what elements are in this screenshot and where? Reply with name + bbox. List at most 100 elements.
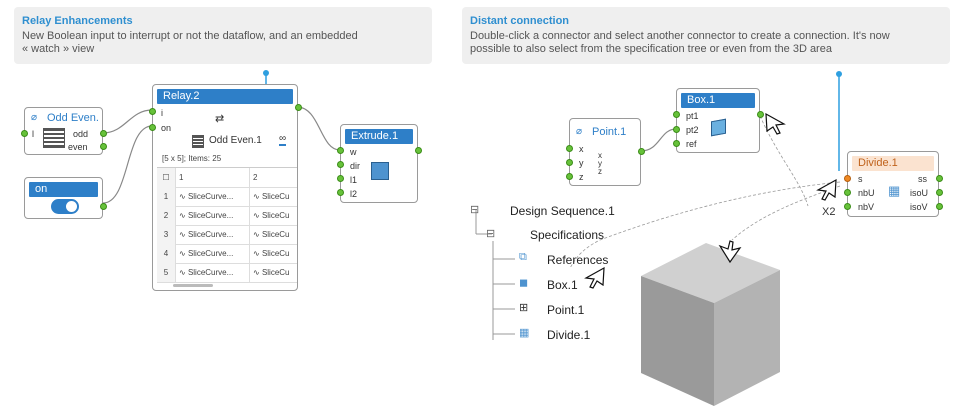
cursor-arrow-icon — [816, 178, 837, 201]
odd-even-port-even[interactable] — [100, 143, 107, 150]
cursor-arrow-icon — [765, 112, 786, 135]
odd-even-port-l[interactable] — [21, 130, 28, 137]
table-cell: ∿ SliceCurve... — [179, 244, 250, 263]
relay-input-on: on — [161, 123, 172, 133]
point-port-y[interactable] — [566, 159, 573, 166]
box-input-ref: ref — [686, 139, 697, 149]
box-node[interactable]: Box.1 pt1 pt2 ref — [673, 88, 764, 153]
table-row[interactable]: 2 ∿ SliceCurve... ∿ SliceCu — [157, 206, 297, 226]
tree-node-point[interactable]: Point.1 — [547, 303, 585, 317]
divide-port-isoV[interactable] — [936, 203, 943, 210]
table-row[interactable]: 3 ∿ SliceCurve... ∿ SliceCu — [157, 225, 297, 245]
point-port-z[interactable] — [566, 173, 573, 180]
divide-port-nbU[interactable] — [844, 189, 851, 196]
box-cube-icon — [711, 118, 726, 137]
divide-port-isoU[interactable] — [936, 189, 943, 196]
toggle-knob — [66, 201, 77, 212]
relay-watch-table[interactable]: ☐ 1 2 1 ∿ SliceCurve... ∿ SliceCu 2 ∿ Sl… — [157, 167, 297, 283]
relay-port-i[interactable] — [149, 108, 156, 115]
divide-input-s: s — [858, 174, 863, 184]
curve-icon: ∿ — [253, 192, 262, 201]
design-sequence-icon: ⊟ — [470, 204, 480, 216]
divide-node-title: Divide.1 — [852, 156, 934, 171]
divide-output-isoV: isoV — [910, 202, 928, 212]
hidden-eye-icon[interactable]: ⌀ — [576, 126, 583, 137]
table-row[interactable]: 1 ∿ SliceCurve... ∿ SliceCu — [157, 187, 297, 207]
tree-node-divide[interactable]: Divide.1 — [547, 328, 591, 342]
binoculars-icon[interactable]: ∞ — [279, 133, 287, 146]
tree-node-specifications[interactable]: Specifications — [530, 228, 605, 242]
row-number: 3 — [157, 225, 176, 244]
extrude-port-w[interactable] — [337, 147, 344, 154]
relay-port-on[interactable] — [149, 124, 156, 131]
row-number: 2 — [157, 206, 176, 225]
odd-even-port-odd[interactable] — [100, 130, 107, 137]
extrude-port-out[interactable] — [415, 147, 422, 154]
table-cell: ∿ SliceCurve... — [179, 206, 250, 225]
divide-input-nbU: nbU — [858, 188, 875, 198]
point-port-out[interactable] — [638, 148, 645, 155]
odd-even-node[interactable]: ⌀ Odd Even. l odd even — [21, 107, 107, 155]
curve-icon: ∿ — [253, 230, 262, 239]
divide-input-nbV: nbV — [858, 202, 875, 212]
horizontal-scrollbar[interactable] — [173, 284, 213, 287]
tree-node-references[interactable]: References — [547, 253, 609, 267]
row-number: 1 — [157, 187, 176, 206]
point-port-x[interactable] — [566, 145, 573, 152]
relay-input-i: i — [161, 108, 163, 118]
select-all-checkbox[interactable]: ☐ — [157, 168, 176, 187]
point-input-z: z — [579, 172, 584, 182]
divide-port-nbV[interactable] — [844, 203, 851, 210]
relay-node-title: Relay.2 — [157, 89, 293, 104]
box-port-pt2[interactable] — [673, 126, 680, 133]
table-row[interactable]: 4 ∿ SliceCurve... ∿ SliceCu — [157, 244, 297, 264]
tree-node-box[interactable]: Box.1 — [547, 278, 578, 292]
tree-node-root[interactable]: Design Sequence.1 — [510, 204, 615, 218]
extrude-port-l1[interactable] — [337, 175, 344, 182]
box-port-pt1[interactable] — [673, 111, 680, 118]
row-number: 4 — [157, 244, 176, 263]
box-input-pt1: pt1 — [686, 111, 699, 121]
odd-even-output-odd: odd — [73, 129, 89, 139]
row-number: 5 — [157, 263, 176, 282]
right-panel-description-line-1: Double-click a connector and select anot… — [470, 30, 890, 42]
divide-port-s[interactable] — [844, 175, 851, 182]
right-panel-header — [462, 7, 950, 64]
box-port-out[interactable] — [757, 111, 764, 118]
extrude-port-dir[interactable] — [337, 161, 344, 168]
left-panel-header — [14, 7, 432, 64]
curve-icon: ∿ — [253, 211, 262, 220]
extrude-input-l2: l2 — [350, 189, 358, 199]
on-toggle[interactable] — [51, 199, 79, 214]
on-node-title: on — [29, 182, 98, 197]
relay-port-out[interactable] — [295, 104, 302, 111]
relay-plug-icon: ⇄ — [215, 113, 225, 125]
odd-even-input-l: l — [32, 129, 34, 139]
relay-node[interactable]: Relay.2 i on ⇄ Odd Even.1 ∞ [5 x 5]; Ite… — [149, 84, 302, 291]
extrude-port-l2[interactable] — [337, 189, 344, 196]
divide-output-isoU: isoU — [910, 188, 929, 198]
divide-node[interactable]: Divide.1 s nbU nbV ss isoU isoV ▦ — [844, 151, 943, 217]
on-node-output-port[interactable] — [100, 203, 107, 210]
table-row[interactable]: 5 ∿ SliceCurve... ∿ SliceCu — [157, 263, 297, 283]
table-cell: ∿ SliceCu — [253, 249, 290, 258]
specifications-icon: ⊟ — [486, 228, 496, 240]
divide-output-ss: ss — [918, 174, 927, 184]
table-cell: ∿ SliceCurve... — [179, 225, 250, 244]
divide-tree-icon: ▦ — [519, 327, 530, 339]
table-header-row: ☐ 1 2 — [157, 168, 297, 188]
table-cell: ∿ SliceCu — [253, 211, 290, 220]
left-panel-description-line-2: « watch » view — [22, 43, 95, 55]
table-cell: ∿ SliceCu — [253, 268, 290, 277]
on-node[interactable]: on — [24, 177, 107, 219]
divide-port-ss[interactable] — [936, 175, 943, 182]
hidden-eye-icon[interactable]: ⌀ — [31, 112, 38, 123]
table-column-header: 2 — [253, 173, 258, 182]
extrude-node[interactable]: Extrude.1 w dir l1 l2 — [337, 124, 422, 203]
right-panel-title: Distant connection — [470, 15, 570, 27]
table-cell: ∿ SliceCu — [253, 230, 290, 239]
box-port-ref[interactable] — [673, 140, 680, 147]
